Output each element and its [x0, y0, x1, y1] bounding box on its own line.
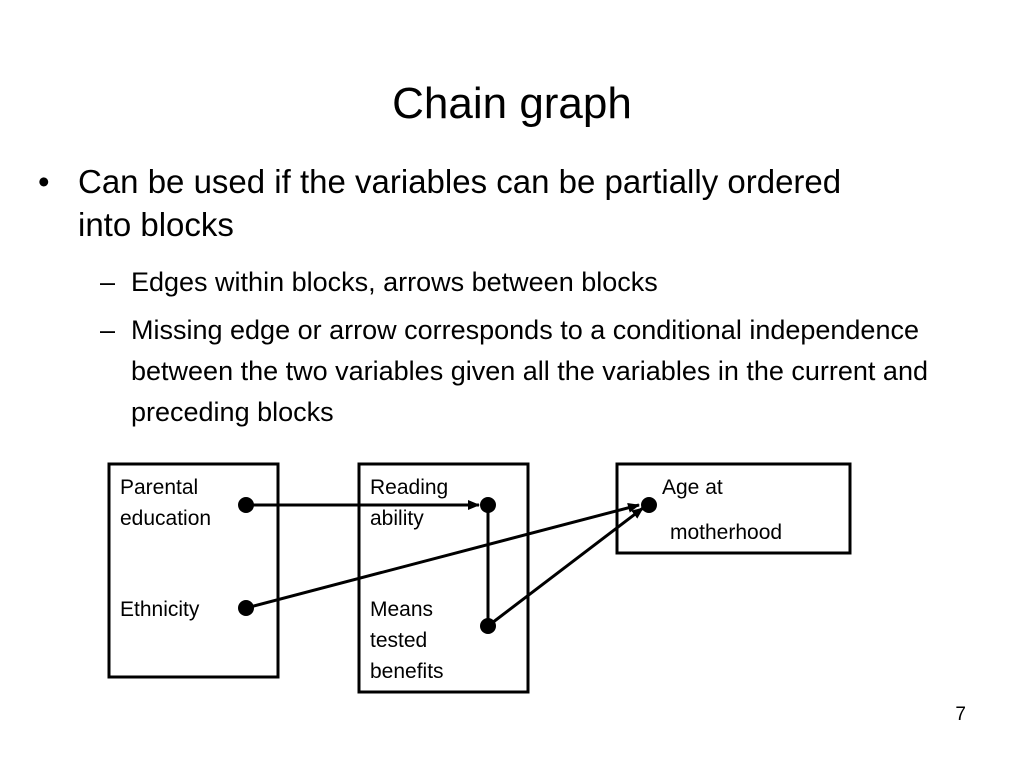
arrow-ethnicity-to-age — [245, 502, 640, 610]
bullet-text: Can be used if the variables can be part… — [78, 163, 842, 243]
sub-bullet-dash: – — [100, 315, 116, 345]
bullet-dot: • — [38, 163, 50, 200]
block-1 — [107, 462, 280, 679]
sub-bullet-item: – Edges within blocks, arrows between bl… — [100, 262, 960, 303]
label-means-tested-benefits: Means tested benefits — [370, 594, 444, 687]
label-line: Means — [370, 598, 434, 621]
bullet-item: • Can be used if the variables can be pa… — [38, 160, 898, 246]
label-motherhood: motherhood — [670, 521, 783, 544]
node-means-tested-benefits — [480, 618, 496, 634]
sub-bullet-dash: – — [100, 267, 116, 297]
node-ethnicity — [238, 600, 254, 616]
label-line: tested — [370, 629, 428, 652]
block-3 — [615, 462, 852, 555]
label-reading-ability: Reading ability — [370, 472, 448, 534]
bullet-list: • Can be used if the variables can be pa… — [38, 160, 960, 433]
label-ethnicity: Ethnicity — [120, 594, 199, 625]
node-parental-education — [238, 497, 254, 513]
node-reading-ability — [480, 497, 496, 513]
label-line: Parental — [120, 476, 199, 499]
label-line: benefits — [370, 660, 444, 683]
label-parental-education: Parental education — [120, 472, 211, 534]
label-line: Ethnicity — [120, 598, 200, 621]
sub-bullet-text: Missing edge or arrow corresponds to a c… — [131, 315, 928, 427]
node-age-at-motherhood — [641, 497, 657, 513]
label-age-at: Age at — [662, 476, 723, 499]
page-number: 7 — [955, 704, 966, 725]
sub-bullet-text: Edges within blocks, arrows between bloc… — [131, 267, 658, 297]
label-line: Reading — [370, 476, 449, 499]
arrow-means-to-age — [487, 506, 644, 628]
label-line: education — [120, 507, 212, 530]
label-line: ability — [370, 507, 424, 530]
sub-bullet-item: – Missing edge or arrow corresponds to a… — [100, 310, 960, 433]
slide-title: Chain graph — [392, 79, 632, 128]
